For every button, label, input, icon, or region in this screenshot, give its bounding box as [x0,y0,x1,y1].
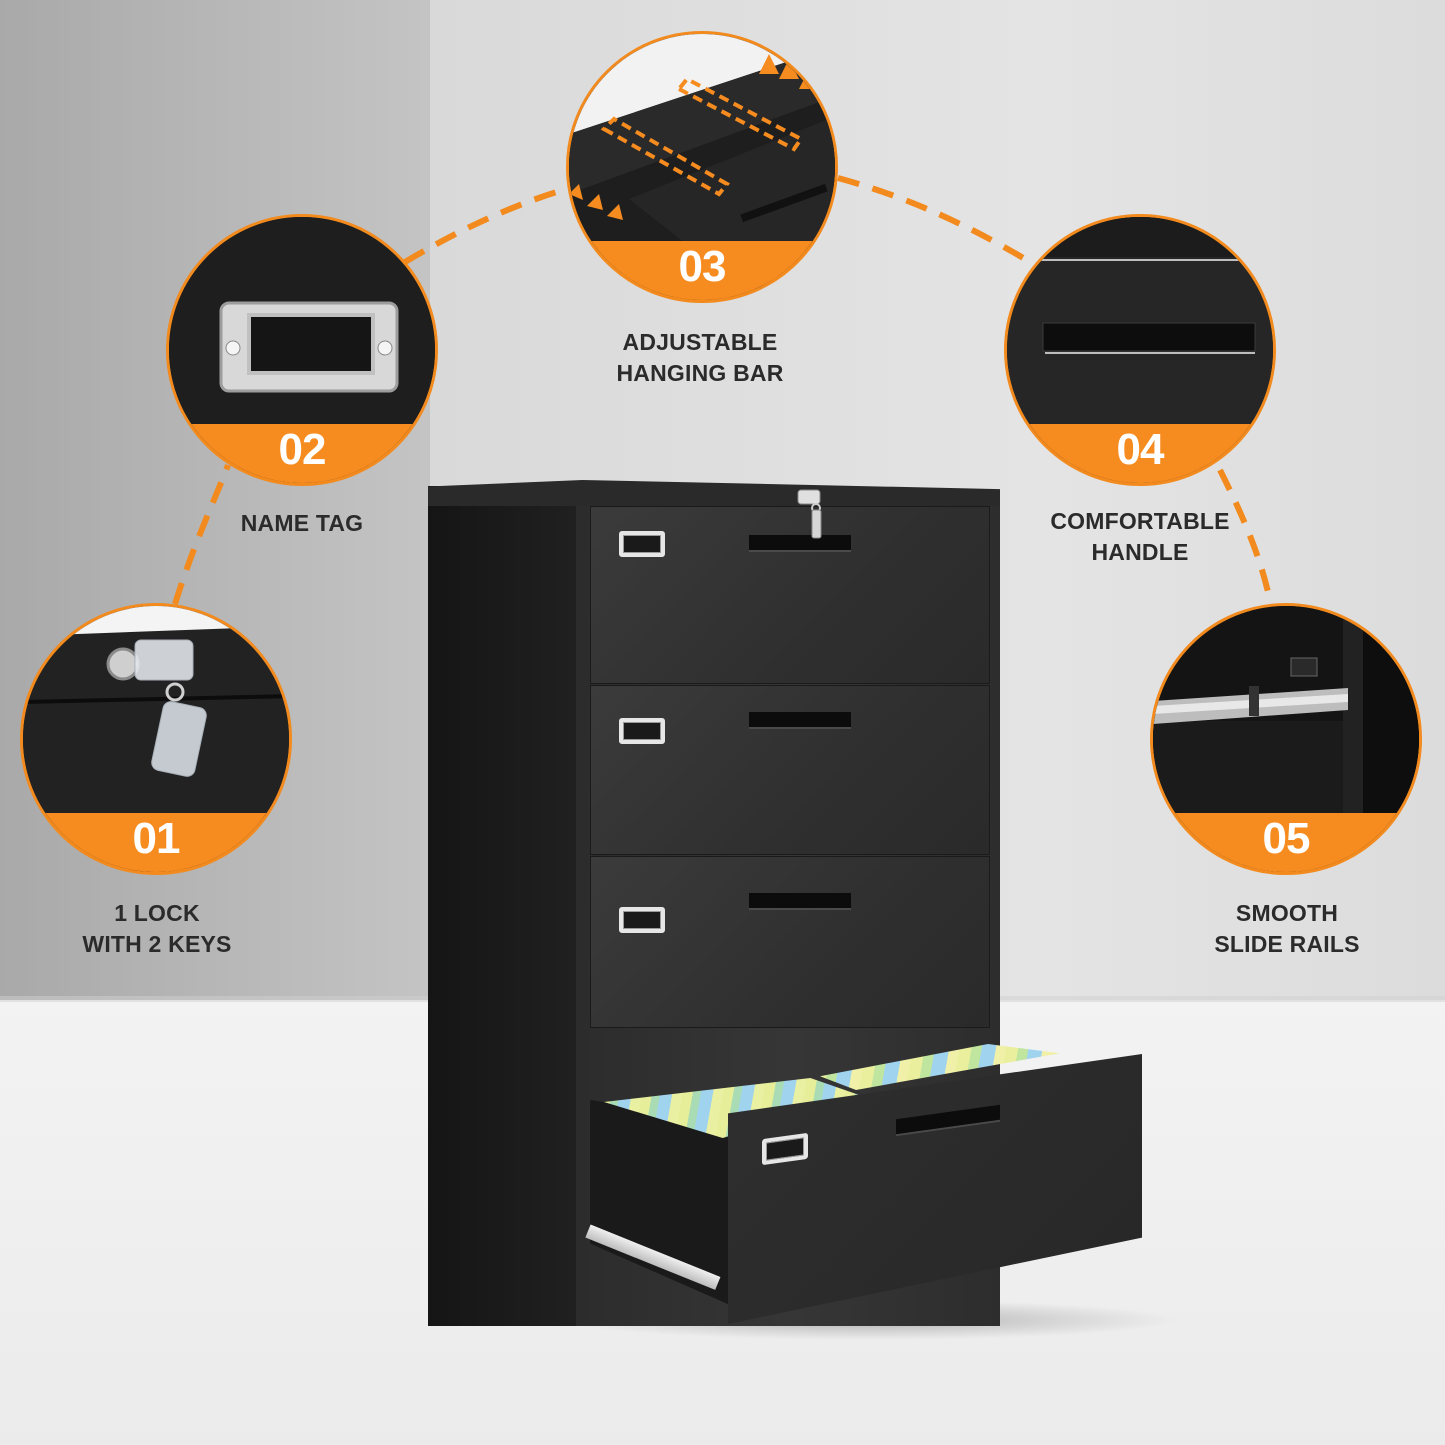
feature-label-02: NAME TAG [160,508,444,539]
feature-number: 05 [1262,814,1311,864]
name-tag-holder [619,531,665,557]
feature-badge-01: 01 [20,603,292,875]
feature-label-03: ADJUSTABLE HANGING BAR [560,327,840,389]
slide-rail-icon [1153,606,1419,814]
drawer-2[interactable] [590,685,990,855]
badge-number-band: 02 [169,424,435,483]
drawer-handle[interactable] [749,535,851,552]
label-line-1: COMFORTABLE [1050,508,1230,534]
hanging-bar-icon [569,34,835,242]
feature-badge-04: 04 [1004,214,1276,486]
feature-label-05: SMOOTH SLIDE RAILS [1146,898,1428,960]
feature-badge-03: 03 [566,31,838,303]
feature-badge-05: 05 [1150,603,1422,875]
label-line-2: HANGING BAR [616,360,784,386]
drawer-1[interactable] [590,506,990,684]
badge-number-band: 03 [569,241,835,300]
feature-label-01: 1 LOCK WITH 2 KEYS [16,898,298,960]
badge-number-band: 05 [1153,813,1419,872]
drawer-handle[interactable] [749,712,851,729]
recessed-handle-icon [1007,217,1273,425]
name-tag-holder [619,718,665,744]
feature-label-04: COMFORTABLE HANDLE [1000,506,1280,568]
lock-with-keys[interactable] [796,488,826,540]
label-line-2: SLIDE RAILS [1214,931,1360,957]
feature-number: 03 [678,242,727,292]
feature-number: 02 [278,425,327,475]
label-line-2: WITH 2 KEYS [82,931,232,957]
name-tag-icon [169,217,435,425]
drawer-3[interactable] [590,856,990,1028]
feature-badge-02: 02 [166,214,438,486]
badge-number-band: 04 [1007,424,1273,483]
name-tag-holder [619,907,665,933]
cabinet-side-panel [428,486,576,1326]
label-line-1: ADJUSTABLE [622,329,778,355]
drawer-handle[interactable] [749,893,851,910]
label-line-1: 1 LOCK [114,900,200,926]
feature-number: 04 [1116,425,1165,475]
label-line-1: SMOOTH [1235,900,1339,926]
label-line-1: NAME TAG [240,510,364,536]
lock-with-keys-icon [23,606,289,814]
feature-number: 01 [132,814,181,864]
badge-number-band: 01 [23,813,289,872]
label-line-2: HANDLE [1091,539,1189,565]
